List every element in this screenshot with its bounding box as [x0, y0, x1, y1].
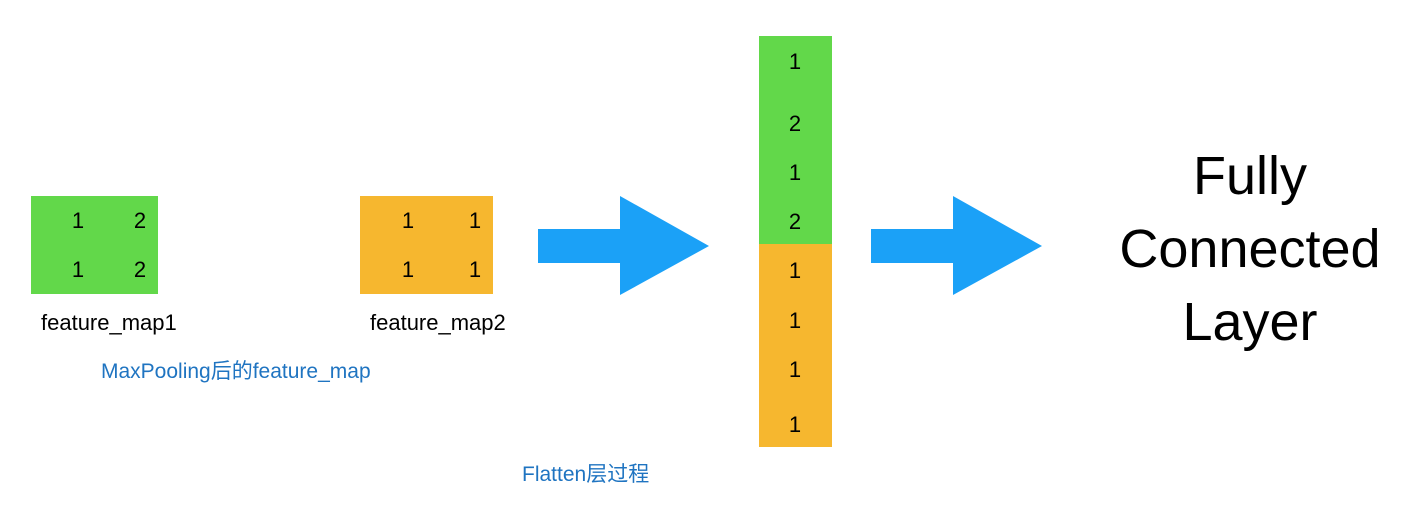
arrow-right-icon — [871, 196, 1042, 295]
fully-connected-layer-label: Fully Connected Layer — [1100, 140, 1400, 359]
feature-map-2-cell: 1 — [468, 257, 482, 282]
flattened-value: 1 — [788, 160, 802, 185]
feature-map-1-cell: 2 — [133, 208, 147, 233]
feature-map-1: 1 2 1 2 — [31, 196, 158, 294]
flattened-value: 1 — [788, 258, 802, 283]
flattened-value: 1 — [788, 357, 802, 382]
flattened-segment-map1 — [759, 36, 832, 244]
arrow-right-icon — [538, 196, 709, 295]
feature-map-1-label: feature_map1 — [41, 310, 177, 335]
flattened-value: 1 — [788, 49, 802, 74]
fc-line-1: Fully — [1192, 146, 1307, 206]
feature-map-1-cell: 1 — [71, 257, 85, 282]
feature-map-2-cell: 1 — [468, 208, 482, 233]
feature-map-2-cell: 1 — [401, 208, 415, 233]
maxpooling-caption: MaxPooling后的feature_map — [101, 360, 371, 383]
feature-map-2-cell: 1 — [401, 257, 415, 282]
flattened-value: 1 — [788, 308, 802, 333]
flattened-vector: 1 2 1 2 1 1 1 1 — [759, 36, 832, 447]
feature-map-1-cell: 2 — [133, 257, 147, 282]
flattened-value: 2 — [788, 111, 802, 136]
feature-map-1-cell: 1 — [71, 208, 85, 233]
flatten-caption: Flatten层过程 — [522, 463, 650, 486]
feature-map-2: 1 1 1 1 — [360, 196, 493, 294]
flattened-segment-map2 — [759, 244, 832, 447]
flattened-value: 1 — [788, 412, 802, 437]
fc-line-2: Connected — [1119, 219, 1381, 279]
feature-map-2-label: feature_map2 — [370, 310, 506, 335]
flattened-value: 2 — [788, 209, 802, 234]
fc-line-3: Layer — [1182, 292, 1318, 352]
